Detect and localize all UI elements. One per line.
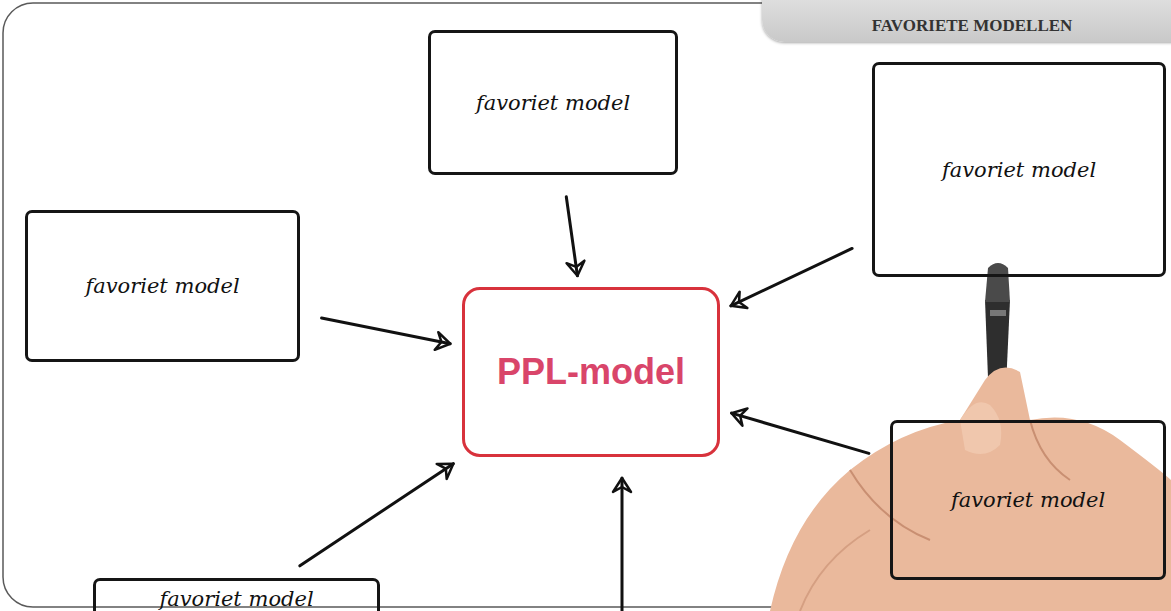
central-model-box: PPL-model [462,287,720,457]
box-label: favoriet model [476,91,630,115]
arrow-connector [731,248,852,305]
box-label: favoriet model [951,488,1105,512]
model-box: favoriet model [93,578,380,611]
box-label: favoriet model [159,587,313,611]
model-box: favoriet model [872,62,1166,277]
arrow-connector [322,318,451,344]
box-label: PPL-model [497,351,685,393]
box-label: favoriet model [942,158,1096,182]
hand-illustration [770,263,1171,611]
model-box: favoriet model [428,30,678,175]
loose-arrow [621,478,624,611]
arrow-connector [566,197,577,276]
arrow-connector [300,464,453,566]
model-box: favoriet model [890,420,1166,580]
arrow-connector [732,413,869,453]
title-tab: FAVORIETE MODELLEN [762,0,1171,42]
box-label: favoriet model [85,274,239,298]
model-box: favoriet model [25,210,300,362]
slide-title: FAVORIETE MODELLEN [872,16,1073,36]
